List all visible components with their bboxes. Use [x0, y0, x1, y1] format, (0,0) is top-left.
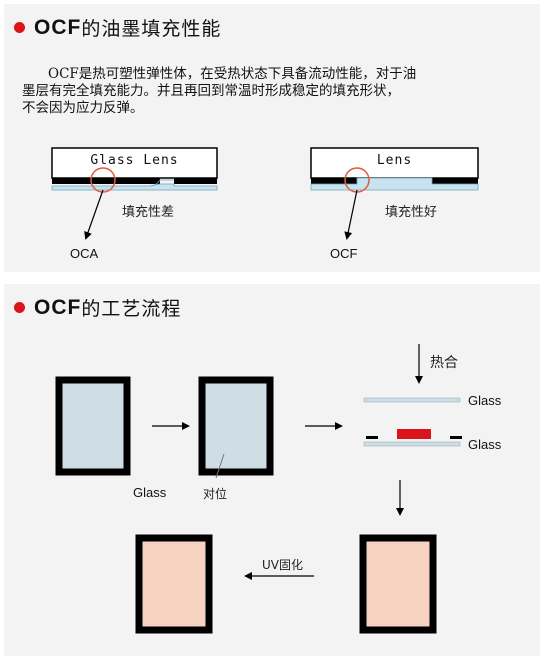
oca-layer [51, 183, 218, 191]
process-flow [55, 344, 462, 634]
cured-panel-left [135, 534, 213, 634]
ocf-pointer-line [344, 189, 358, 240]
oca-label: OCA [70, 246, 99, 261]
heading-rest: 的工艺流程 [81, 298, 182, 320]
ink-layer-left [52, 178, 160, 184]
bullet-dot-icon [14, 22, 25, 33]
glass-top-label: Glass [468, 393, 502, 408]
oca-pointer-line [84, 189, 104, 240]
lens-box [310, 147, 479, 179]
heat-label: 热合 [430, 355, 458, 371]
glass-panel-2 [198, 376, 274, 476]
bullet-dot-icon [14, 302, 25, 313]
ocf-film [397, 429, 431, 439]
gap-highlight-circle [90, 167, 116, 193]
ocf-filling-panel [4, 4, 540, 272]
filling-description: OCF是热可塑性弹性体，在受热状态下具备流动性能，对于油 墨层有完全填充能力。并… [22, 66, 508, 117]
align-label: 对位 [203, 487, 228, 501]
align-pointer-line [215, 453, 225, 479]
heading-rest: 的油墨填充性能 [81, 18, 222, 40]
paragraph-line-3: 不会因为应力反弹。 [22, 100, 144, 116]
glass-panel-1 [55, 376, 131, 476]
oca-diagram [51, 147, 218, 240]
lens-label: Lens [376, 153, 413, 168]
glass-label: Glass [133, 485, 167, 500]
ink-bottom-left [366, 436, 378, 439]
ink-bottom-right [450, 436, 462, 439]
section-heading-process: OCF 的工艺流程 [14, 294, 181, 321]
poor-fill-caption: 填充性差 [122, 205, 175, 220]
ink-layer-right-r [432, 178, 478, 184]
section-heading-filling: OCF 的油墨填充性能 [14, 14, 221, 41]
glass-lens-box [51, 147, 218, 179]
ink-layer-left-r [311, 178, 357, 184]
paragraph-line-2: 墨层有完全填充能力。并且再回到常温时形成稳定的填充形状， [22, 83, 400, 99]
glass-top-sheet [363, 397, 461, 403]
uv-curing-label: UV固化 [262, 558, 303, 572]
cured-panel-right [359, 534, 437, 634]
glass-lens-label: Glass Lens [90, 153, 179, 168]
ocf-diagram [310, 147, 479, 240]
good-fill-caption: 填充性好 [385, 205, 438, 220]
ink-layer-right [174, 178, 217, 184]
paragraph-line-1: OCF是热可塑性弹性体，在受热状态下具备流动性能，对于油 [48, 66, 417, 82]
glass-bottom-sheet [363, 441, 461, 447]
heading-bold: OCF [34, 295, 82, 319]
heading-bold: OCF [34, 15, 82, 39]
ocf-layer [310, 177, 479, 191]
ocf-label: OCF [330, 246, 358, 261]
glass-bottom-label: Glass [468, 437, 502, 452]
